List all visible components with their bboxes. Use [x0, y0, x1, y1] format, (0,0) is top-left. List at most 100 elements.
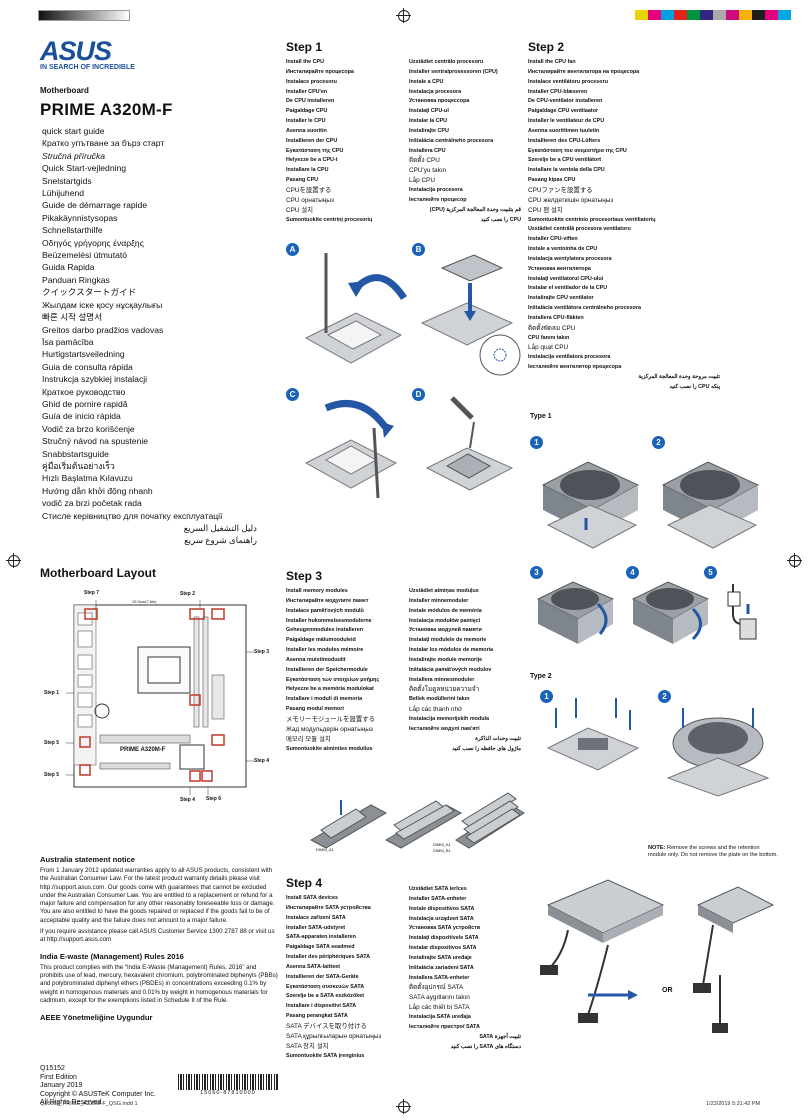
step2-translation: Инсталирайте вентилатора на процесора — [528, 68, 640, 75]
layout-label-step3: Step 3 — [254, 649, 270, 655]
step3-translation: Установка модулей памяти — [409, 627, 482, 634]
quick-start-translation: Кратко упътване за бърз старт — [42, 138, 165, 149]
step1-translation: Instalace procesoru — [286, 78, 337, 85]
model-name: PRIME A320M-F — [40, 100, 173, 119]
panel-c-badge: C — [286, 388, 299, 401]
type2-note: NOTE: Remove the screws and the retentio… — [648, 845, 778, 860]
panel-a-badge: A — [286, 243, 299, 256]
step4-translation: SATA デバイスを取り付ける — [286, 1022, 367, 1030]
step4-translation: SATA құрылғыларын орнатыңыз — [286, 1032, 382, 1040]
australia-paragraph-2: If you require assistance please call AS… — [40, 928, 275, 944]
step4-translation: Install SATA devices — [286, 895, 339, 901]
step1-translation: Εγκατάσταση της CPU — [286, 147, 344, 154]
barcode-number: 15060-87810000 — [200, 1090, 256, 1096]
asus-logo: ASUS IN SEARCH OF INCREDIBLE — [40, 36, 135, 71]
type1-figures: 1 2 — [528, 430, 778, 560]
step1-translation: Installer le CPU — [286, 118, 326, 125]
footer-file: Q15152_PRIME_A320M-F_QSG.indd 1 — [40, 1101, 138, 1107]
step1-translation: Lắp CPU — [409, 177, 435, 185]
step4-translation: Szerelje be a SATA eszközöket — [286, 993, 365, 1000]
step2-title: Step 2 — [528, 40, 565, 54]
step2-translation: Pasang kipas CPU — [528, 177, 576, 184]
step3-translation: Install memory modules — [286, 588, 348, 594]
step2-translation: Inštalácia ventilátora centrálneho proce… — [528, 305, 641, 312]
step2-translation: Installieren des CPU-Lüfters — [528, 137, 601, 144]
type2-step-1-badge: 1 — [540, 690, 553, 703]
print-info-line: First Edition — [40, 1073, 77, 1081]
quick-start-translation: クイックスタートガイド — [42, 287, 137, 298]
slot-label-a1-1: DIMM_A1 — [316, 847, 334, 852]
step3-translation: Asenna muistimoduulit — [286, 656, 346, 663]
step3-translation: Installer minnemoduler — [409, 597, 469, 604]
step2-translation: Installer le ventilateur de CPU — [528, 118, 605, 125]
quick-start-translation: Instrukcja szybkiej instalacji — [42, 374, 148, 385]
quick-start-translation: Guida Rapida — [42, 262, 95, 273]
quick-start-translation: Pikakäynnistysopas — [42, 212, 118, 223]
australia-title: Australia statement notice — [40, 855, 135, 864]
quick-start-translation: راهنمای شروع سريع — [184, 535, 257, 546]
step2-translation: Instalacja wentylatora procesora — [528, 255, 612, 262]
type1-step-3-badge: 3 — [530, 566, 543, 579]
step4-translation: تثبيت أجهزة SATA — [479, 1033, 521, 1040]
quick-start-translation: quick start guide — [42, 126, 105, 136]
step1-translation: Installer CPU'en — [286, 88, 328, 95]
step3-translation: Helyezze be a memória modulokat — [286, 686, 374, 693]
layout-dimension: 19.3cm(7.6in) — [132, 599, 157, 604]
step1-translation: Instale a CPU — [409, 78, 444, 85]
step2-translation: Sumontuokite centrinio procesoriaus vent… — [528, 216, 656, 223]
step1-translation: De CPU installeren — [286, 98, 335, 105]
step4-translation: Instalacja urządzeń SATA — [409, 915, 474, 922]
step2-translation: Install the CPU fan — [528, 59, 576, 65]
quick-start-translation: คู่มือเริ่มต้นอย่างเร็ว — [42, 460, 115, 471]
step1-translation: Instalacija procesora — [409, 186, 463, 193]
grayscale-bar — [38, 10, 130, 21]
crop-mark-top — [396, 8, 411, 23]
quick-start-translation: Stručná příručka — [42, 150, 106, 161]
step1-translation: CPU'yu takın — [409, 167, 447, 175]
motherboard-diagram: 19.3cm(7.6in) PRIME A320M-F Step 7 Step … — [40, 585, 280, 810]
layout-label-step4: Step 4 — [254, 758, 270, 764]
step4-translation: SATA 장치 설치 — [286, 1042, 329, 1050]
step4-translation: دستگاه های SATA را نصب کنيد — [450, 1043, 521, 1050]
step2-translation: Installer CPU-blæseren — [528, 88, 588, 95]
quick-start-translation: Стисле керівництво для початку експлуата… — [42, 510, 223, 521]
step2-translation: Lắp quạt CPU — [528, 344, 569, 352]
step4-translation: Installer SATA-enheter — [409, 895, 467, 902]
step4-translation: Installieren der SATA-Geräte — [286, 973, 359, 980]
step3-title: Step 3 — [286, 569, 323, 583]
step2-translation: Asenna suorittimen tuuletin — [528, 127, 600, 134]
step2-translation: Εγκατάσταση του ανεμιστήρα της CPU — [528, 147, 627, 154]
step4-translation: Installera SATA-enheter — [409, 974, 470, 981]
sata-figures: OR — [528, 875, 778, 1045]
quick-start-translation: Жылдам іске қосу нұсқаулығы — [42, 299, 163, 310]
step4-translation: Εγκατάσταση συσκευών SATA — [286, 983, 365, 990]
quick-start-translation: Quick Start-vejledning — [42, 163, 127, 174]
step3-translation: تثبيت وحدات الذاكرة — [475, 735, 521, 742]
crop-mark-bottom — [396, 1099, 411, 1114]
quick-start-translation: vodič za brzi početak rada — [42, 498, 142, 509]
step4-translation: Инсталирайте SATA устройства — [286, 904, 371, 911]
layout-label-step5a: Step 5 — [44, 740, 60, 746]
step1-translation: Instalacja procesora — [409, 88, 462, 95]
note-label: NOTE: — [648, 845, 666, 851]
step2-translation: تثبيت مروحة وحدة المعالجة المركزية — [638, 374, 720, 380]
memory-figures: DIMM_A1 DIMM_A1 DIMM_B1 — [286, 775, 526, 855]
layout-label-step1: Step 1 — [44, 690, 60, 696]
step3-translation: ติดตั้งโมดูลหน่วยความจำ — [409, 686, 480, 694]
quick-start-translation: Lühijuhend — [42, 188, 85, 199]
step3-translation: ماژول های حافظه را نصب کنيد — [452, 745, 521, 752]
step1-panel-b: B — [412, 243, 522, 378]
step2-translation: ติดตั้งพัดลม CPU — [528, 324, 576, 332]
step3-translation: Pasang modul memori — [286, 706, 344, 713]
step1-translation: Instalaţi CPU-ul — [409, 108, 449, 115]
step4-translation: Sumontuokite SATA įrenginius — [286, 1052, 365, 1059]
step3-translation: Інсталюйте модулі пам'яті — [409, 725, 480, 732]
quick-start-translation: دليل التشغيل السريع — [183, 523, 257, 533]
step2-translation: Installera CPU-fläkten — [528, 314, 584, 321]
quick-start-translation: Краткое руководство — [42, 386, 126, 397]
step4-translation: Uzstādiet SATA ierīces — [409, 886, 467, 892]
footer-timestamp: 1/23/2019 5:31:42 PM — [706, 1101, 761, 1107]
step1-translation: Pasang CPU — [286, 177, 319, 184]
slot-label-b1: DIMM_B1 — [433, 848, 451, 853]
